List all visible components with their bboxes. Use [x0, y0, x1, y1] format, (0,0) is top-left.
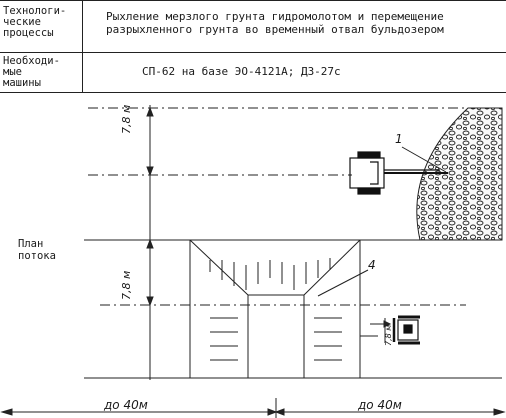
- dimension-lower: 7,8 м: [120, 270, 133, 300]
- bottom-right-distance: до 40м: [358, 398, 402, 412]
- table-column-divider: [82, 0, 83, 92]
- slope-hatching: [209, 258, 342, 361]
- dimension-upper: 7,8 м: [120, 104, 133, 134]
- dimension-small: 7,8 м: [384, 324, 393, 346]
- callout-number-4: 4: [368, 258, 376, 272]
- table-top-border: [0, 0, 506, 1]
- bottom-left-distance: до 40м: [104, 398, 148, 412]
- machines-label: Необходи- мые машины: [3, 55, 60, 89]
- dimension-lines: [146, 106, 386, 343]
- hydraulic-hammer-machine-icon: [349, 151, 448, 195]
- processes-description: Рыхление мерзлого грунта гидромолотом и …: [106, 10, 444, 36]
- table-bottom-border: [0, 92, 506, 93]
- flow-plan-label: План потока: [18, 238, 56, 262]
- machines-value: СП-62 на базе ЭО-4121А; ДЗ-27с: [142, 65, 341, 78]
- processes-label: Технологи- ческие процессы: [3, 5, 67, 39]
- bottom-dimension: [0, 398, 506, 418]
- callout-number-1: 1: [395, 132, 403, 146]
- dashed-boundaries: [88, 107, 468, 306]
- callout-leaders: [317, 146, 447, 297]
- bulldozer-icon: [392, 315, 420, 345]
- table-row-divider: [0, 52, 506, 53]
- excavation-pit: [189, 239, 361, 378]
